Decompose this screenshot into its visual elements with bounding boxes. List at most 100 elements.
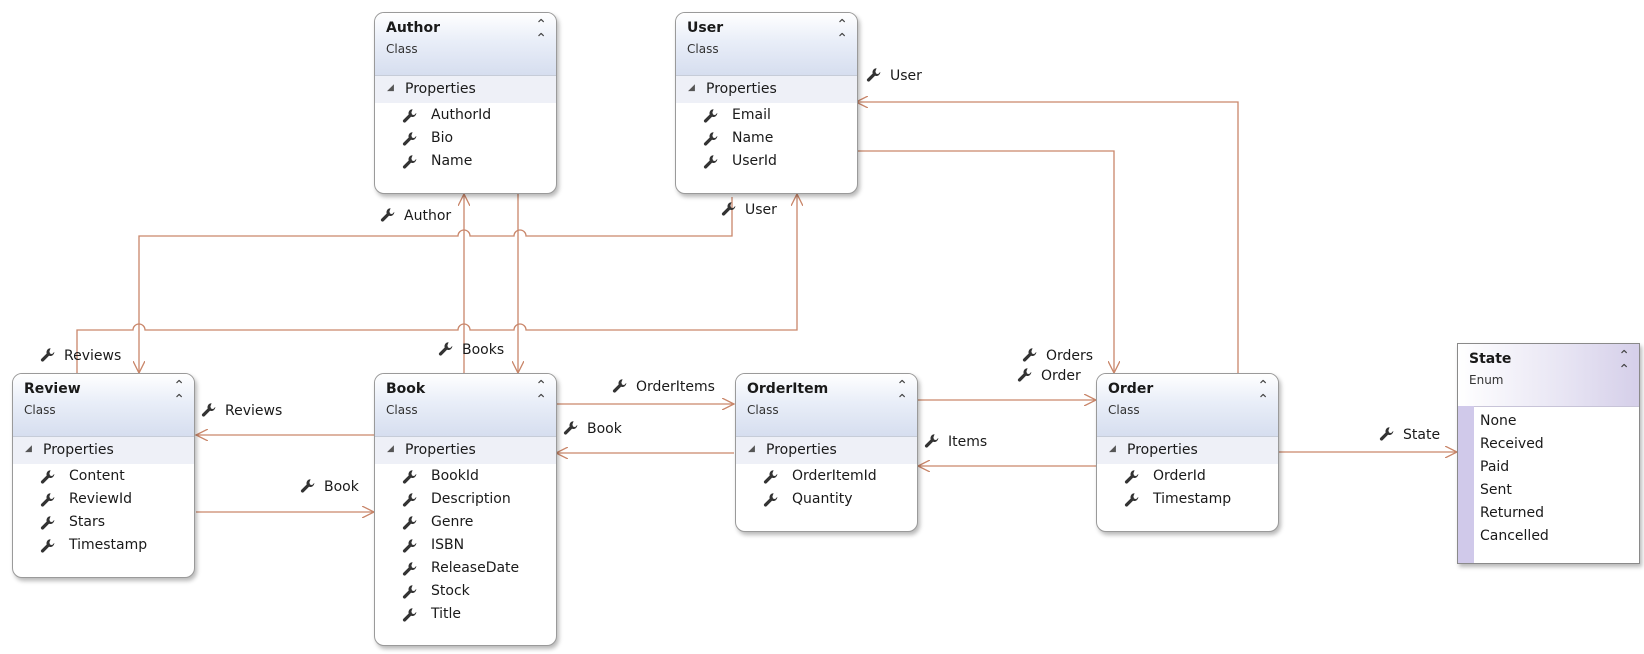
class-name: Book <box>386 381 426 397</box>
enum-value[interactable]: Received <box>1480 436 1544 452</box>
property-item[interactable]: Bio <box>375 129 556 152</box>
wrench-icon <box>402 515 418 531</box>
property-item[interactable]: Description <box>375 490 556 513</box>
wrench-icon <box>703 108 719 124</box>
wrench-icon <box>763 492 779 508</box>
property-item[interactable]: OrderItemId <box>736 467 917 490</box>
enum-name: State <box>1469 351 1512 367</box>
property-item[interactable]: Genre <box>375 513 556 536</box>
line-order-user <box>856 102 1239 374</box>
property-item[interactable]: Content <box>13 467 194 490</box>
enum-value[interactable]: Paid <box>1480 459 1510 475</box>
property-item[interactable]: UserId <box>676 152 857 175</box>
chevron-up-double-icon[interactable]: ⌃⌃ <box>1257 378 1269 408</box>
enum-value[interactable]: Cancelled <box>1480 528 1549 544</box>
wrench-icon <box>40 492 56 508</box>
wrench-icon <box>438 341 454 357</box>
property-list: AuthorId Bio Name <box>375 103 556 175</box>
wrench-icon <box>402 561 418 577</box>
assoc-label-orders: Orders <box>1022 347 1093 364</box>
assoc-label-orderitems: OrderItems <box>612 378 715 395</box>
chevron-up-double-icon[interactable]: ⌃⌃ <box>535 378 547 408</box>
wrench-icon <box>612 378 628 394</box>
property-item[interactable]: Name <box>676 129 857 152</box>
property-item[interactable]: ReviewId <box>13 490 194 513</box>
wrench-icon <box>402 131 418 147</box>
wrench-icon <box>201 402 217 418</box>
wrench-icon <box>402 584 418 600</box>
class-author[interactable]: Author Class ⌃⌃ ◢ Properties AuthorId Bi… <box>374 12 557 194</box>
wrench-icon <box>1124 469 1140 485</box>
assoc-label-reviews: Reviews <box>201 402 282 419</box>
chevron-up-double-icon[interactable]: ⌃⌃ <box>535 17 547 47</box>
property-item[interactable]: Quantity <box>736 490 917 513</box>
assoc-label-user: User <box>866 67 922 84</box>
class-kind: Class <box>747 403 779 417</box>
property-item[interactable]: Stars <box>13 513 194 536</box>
triangle-down-icon: ◢ <box>688 83 695 93</box>
chevron-up-double-icon[interactable]: ⌃⌃ <box>173 378 185 408</box>
wrench-icon <box>300 478 316 494</box>
wrench-icon <box>1379 426 1395 442</box>
property-item[interactable]: Stock <box>375 582 556 605</box>
assoc-label-review-user: User <box>721 201 777 218</box>
assoc-label-books: Books <box>438 341 504 358</box>
class-orderitem[interactable]: OrderItem Class ⌃⌃ ◢ Properties OrderIte… <box>735 373 918 532</box>
wrench-icon <box>1022 347 1038 363</box>
class-order[interactable]: Order Class ⌃⌃ ◢ Properties OrderId Time… <box>1096 373 1279 532</box>
property-item[interactable]: Email <box>676 106 857 129</box>
property-item[interactable]: ReleaseDate <box>375 559 556 582</box>
class-review[interactable]: Review Class ⌃⌃ ◢ Properties Content Rev… <box>12 373 195 578</box>
properties-section[interactable]: ◢ Properties <box>375 437 556 464</box>
class-user[interactable]: User Class ⌃⌃ ◢ Properties Email Name Us… <box>675 12 858 194</box>
wrench-icon <box>40 347 56 363</box>
property-list: OrderItemId Quantity <box>736 464 917 513</box>
property-item[interactable]: Timestamp <box>1097 490 1278 513</box>
assoc-label-state: State <box>1379 426 1440 443</box>
enum-sidebar <box>1458 406 1474 563</box>
enum-value[interactable]: Sent <box>1480 482 1512 498</box>
properties-section[interactable]: ◢ Properties <box>736 437 917 464</box>
wrench-icon <box>402 154 418 170</box>
chevron-up-double-icon[interactable]: ⌃⌃ <box>1618 348 1630 378</box>
enum-state[interactable]: State Enum ⌃⌃ None Received Paid Sent Re… <box>1457 343 1640 564</box>
triangle-down-icon: ◢ <box>25 444 32 454</box>
assoc-label-orderitem-book: Book <box>563 420 622 437</box>
property-item[interactable]: ISBN <box>375 536 556 559</box>
property-item[interactable]: BookId <box>375 467 556 490</box>
wrench-icon <box>866 67 882 83</box>
properties-section[interactable]: ◢ Properties <box>13 437 194 464</box>
triangle-down-icon: ◢ <box>748 444 755 454</box>
assoc-label-author: Author <box>380 207 451 224</box>
enum-value[interactable]: None <box>1480 413 1517 429</box>
property-item[interactable]: OrderId <box>1097 467 1278 490</box>
wrench-icon <box>703 131 719 147</box>
class-kind: Class <box>687 42 719 56</box>
property-item[interactable]: AuthorId <box>375 106 556 129</box>
assoc-label-items: Items <box>924 433 987 450</box>
wrench-icon <box>924 433 940 449</box>
properties-section[interactable]: ◢ Properties <box>676 76 857 103</box>
property-item[interactable]: Name <box>375 152 556 175</box>
enum-value-list: None Received Paid Sent Returned Cancell… <box>1458 407 1639 548</box>
triangle-down-icon: ◢ <box>387 444 394 454</box>
properties-section[interactable]: ◢ Properties <box>1097 437 1278 464</box>
wrench-icon <box>402 538 418 554</box>
class-name: Author <box>386 20 440 36</box>
wrench-icon <box>763 469 779 485</box>
wrench-icon <box>563 420 579 436</box>
class-book[interactable]: Book Class ⌃⌃ ◢ Properties BookId Descri… <box>374 373 557 646</box>
chevron-up-double-icon[interactable]: ⌃⌃ <box>896 378 908 408</box>
class-name: Order <box>1108 381 1154 397</box>
assoc-label-reviews-top: Reviews <box>40 347 121 364</box>
class-kind: Class <box>386 403 418 417</box>
enum-value[interactable]: Returned <box>1480 505 1544 521</box>
wrench-icon <box>402 492 418 508</box>
wrench-icon <box>40 515 56 531</box>
chevron-up-double-icon[interactable]: ⌃⌃ <box>836 17 848 47</box>
class-kind: Class <box>24 403 56 417</box>
property-item[interactable]: Timestamp <box>13 536 194 559</box>
properties-section[interactable]: ◢ Properties <box>375 76 556 103</box>
property-item[interactable]: Title <box>375 605 556 628</box>
